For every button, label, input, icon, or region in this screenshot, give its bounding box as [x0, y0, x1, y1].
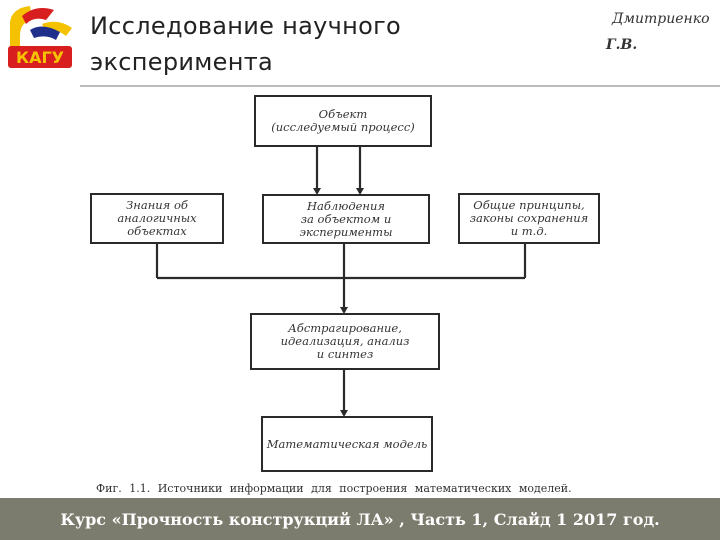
box-observation: Наблюдения за объектом и эксперименты: [262, 194, 430, 244]
author: Дмитриенко Г.В.: [600, 6, 718, 58]
box-knowledge-line: Знания об: [126, 198, 188, 212]
box-knowledge-line: аналогичных: [117, 211, 197, 225]
title-line-1: Исследование научного: [90, 12, 402, 40]
box-model-line: Математическая модель: [266, 436, 428, 451]
box-abstraction-line: идеализация, анализ: [280, 334, 410, 348]
logo-text: КАГУ: [16, 48, 64, 67]
box-principles-line: Общие принципы,: [473, 198, 585, 212]
university-logo: КАГУ: [8, 6, 72, 68]
box-abstraction-line: и синтез: [316, 347, 374, 361]
box-observation-line: за объектом и: [300, 211, 392, 226]
slide-title: Исследование научного эксперимента: [90, 8, 401, 80]
footer-bar: Курс «Прочность конструкций ЛА» , Часть …: [0, 498, 720, 540]
box-knowledge: Знания об аналогичных объектах: [90, 193, 224, 244]
box-principles: Общие принципы, законы сохранения и т.д.: [458, 193, 600, 244]
box-object-line: Объект: [318, 107, 368, 121]
author-initials: Г.В.: [606, 37, 638, 53]
box-object: Объект (исследуемый процесс): [254, 95, 432, 147]
arrow-head: [356, 188, 364, 195]
box-knowledge-line: объектах: [127, 224, 187, 238]
title-line-2: эксперимента: [90, 48, 274, 76]
box-abstraction-line: Абстрагирование,: [288, 321, 402, 335]
box-model: Математическая модель: [261, 416, 433, 472]
box-abstraction: Абстрагирование, идеализация, анализ и с…: [250, 313, 440, 370]
box-object-line: (исследуемый процесс): [271, 120, 415, 134]
box-observation-line: Наблюдения: [306, 198, 386, 213]
arrow-head: [313, 188, 321, 195]
author-name: Дмитриенко: [612, 11, 710, 27]
arrow-head: [340, 307, 348, 314]
arrow-head: [340, 410, 348, 417]
box-principles-line: и т.д.: [510, 224, 548, 238]
box-principles-line: законы сохранения: [469, 211, 589, 225]
figure-caption: Фиг. 1.1. Источники информации для постр…: [96, 482, 572, 495]
box-observation-line: эксперименты: [299, 224, 393, 239]
